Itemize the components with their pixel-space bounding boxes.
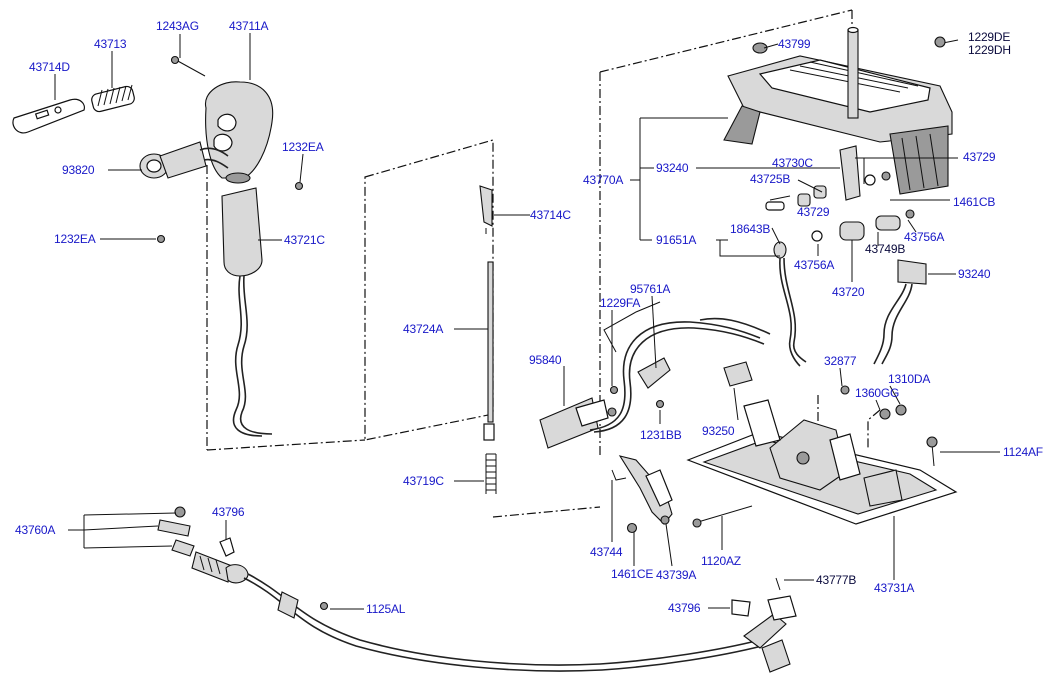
label-43744: 43744 bbox=[590, 545, 623, 559]
label-32877: 32877 bbox=[824, 354, 857, 368]
label-95840: 95840 bbox=[529, 353, 562, 367]
label-1125AL: 1125AL bbox=[366, 602, 406, 616]
label-1229FA: 1229FA bbox=[600, 296, 641, 310]
label-1124AF: 1124AF bbox=[1003, 445, 1043, 459]
label-43756A-right: 43756A bbox=[904, 230, 945, 244]
label-43719C: 43719C bbox=[403, 474, 444, 488]
inhibitor-switch bbox=[539, 301, 771, 449]
spring bbox=[91, 84, 135, 113]
label-43731A: 43731A bbox=[874, 581, 915, 595]
base-plate bbox=[611, 385, 958, 534]
label-1229DH: 1229DH bbox=[968, 43, 1011, 57]
label-93240-top: 93240 bbox=[656, 161, 689, 175]
indicator-housing bbox=[723, 26, 959, 367]
label-1243AG: 1243AG bbox=[156, 19, 199, 33]
label-1461CB: 1461CB bbox=[953, 195, 996, 209]
label-1231BB: 1231BB bbox=[640, 428, 682, 442]
label-18643B: 18643B bbox=[730, 222, 771, 236]
key-lock bbox=[139, 141, 229, 179]
label-43720: 43720 bbox=[832, 285, 865, 299]
label-95761A: 95761A bbox=[630, 282, 671, 296]
label-43724A: 43724A bbox=[403, 322, 444, 336]
label-93250: 93250 bbox=[702, 424, 735, 438]
label-43711A: 43711A bbox=[229, 19, 269, 33]
leader-lines bbox=[54, 33, 1000, 610]
label-43760A: 43760A bbox=[15, 523, 56, 537]
label-1360GG: 1360GG bbox=[855, 386, 900, 400]
label-43796-left: 43796 bbox=[212, 505, 245, 519]
label-1229DE: 1229DE bbox=[968, 30, 1011, 44]
label-43777B: 43777B bbox=[816, 573, 857, 587]
label-1310DA: 1310DA bbox=[888, 372, 931, 386]
label-43730C: 43730C bbox=[772, 156, 813, 170]
label-43799: 43799 bbox=[778, 37, 811, 51]
label-43725B: 43725B bbox=[750, 172, 791, 186]
label-43714D: 43714D bbox=[29, 60, 70, 74]
label-1461CE: 1461CE bbox=[611, 567, 654, 581]
label-43770A: 43770A bbox=[583, 173, 624, 187]
rod-assembly bbox=[479, 185, 497, 494]
label-43729-mid: 43729 bbox=[797, 205, 830, 219]
label-1232EA-left: 1232EA bbox=[54, 232, 96, 246]
label-43739A: 43739A bbox=[656, 568, 697, 582]
label-43756A-left: 43756A bbox=[794, 258, 835, 272]
label-93820: 93820 bbox=[62, 163, 95, 177]
label-43721C: 43721C bbox=[284, 233, 325, 247]
label-91651A: 91651A bbox=[656, 233, 697, 247]
label-1120AZ: 1120AZ bbox=[701, 554, 741, 568]
label-43749B: 43749B bbox=[865, 242, 906, 256]
label-93240-right: 93240 bbox=[958, 267, 991, 281]
shift-cable bbox=[157, 506, 797, 673]
label-43796-bottom: 43796 bbox=[668, 601, 701, 615]
shift-knob-assembly bbox=[12, 55, 304, 437]
label-43729-right: 43729 bbox=[963, 150, 996, 164]
label-43714C: 43714C bbox=[530, 208, 571, 222]
label-43713: 43713 bbox=[94, 37, 127, 51]
label-1232EA-top: 1232EA bbox=[282, 140, 324, 154]
